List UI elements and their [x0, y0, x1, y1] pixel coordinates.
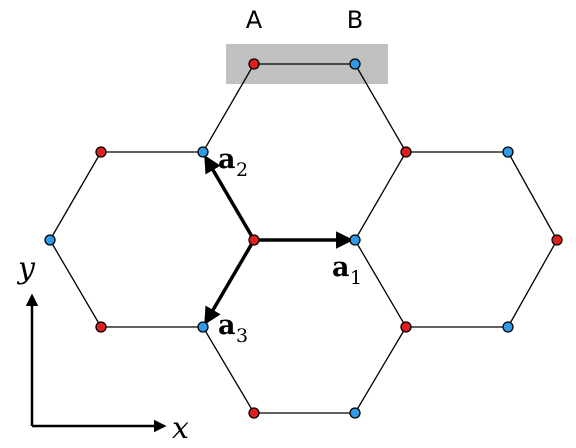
bond-mid-b2-bot-a — [202, 326, 255, 414]
x-axis-label: x — [172, 411, 189, 446]
site-a-left-a1 — [95, 146, 107, 158]
site-b-left-b — [44, 234, 56, 246]
site-a-center-a — [248, 234, 260, 246]
vector-a3-subscript: 3 — [236, 325, 248, 347]
vector-a2-arrow — [204, 154, 256, 241]
vector-a1-subscript: 1 — [350, 267, 362, 289]
bond-mid-a2-center-b — [354, 239, 407, 328]
site-b-top-b — [349, 58, 361, 70]
bond-bot-b-mid-a2 — [354, 326, 407, 414]
bond-right-b1-right-a — [507, 151, 558, 241]
site-b-right-b1 — [502, 146, 514, 158]
site-b-bot-b — [349, 407, 361, 419]
bond-top-a-mid-b1 — [202, 63, 255, 153]
vector-a2-base: a — [218, 144, 236, 175]
sublattice-label-b: B — [347, 6, 363, 34]
site-b-mid-b1 — [197, 146, 209, 158]
vector-a1-base: a — [332, 252, 350, 283]
site-b-center-b — [349, 234, 361, 246]
bond-center-b-mid-a1 — [354, 151, 407, 241]
coordinate-axes: y x — [16, 251, 189, 446]
vector-a1-label: a 1 — [332, 252, 362, 289]
bond-top-b-mid-a1 — [354, 63, 407, 153]
lattice-sites — [44, 58, 563, 419]
bond-left-b-left-a2 — [49, 239, 102, 328]
site-a-left-a2 — [95, 321, 107, 333]
y-axis-label: y — [16, 251, 36, 286]
site-a-right-a — [551, 234, 563, 246]
sublattice-label-a: A — [246, 6, 263, 34]
site-a-bot-a — [248, 407, 260, 419]
bond-left-a1-left-b — [49, 151, 102, 241]
vector-a3-arrow — [204, 239, 256, 326]
bond-right-a-right-b2 — [507, 239, 558, 328]
vector-a2-label: a 2 — [218, 144, 248, 181]
primitive-vectors — [204, 154, 354, 326]
site-b-right-b2 — [502, 321, 514, 333]
site-a-mid-a2 — [400, 321, 412, 333]
vector-a2-subscript: 2 — [236, 159, 248, 181]
site-a-mid-a1 — [400, 146, 412, 158]
site-a-top-a — [248, 58, 260, 70]
site-b-mid-b2 — [197, 321, 209, 333]
vector-a3-base: a — [218, 310, 236, 341]
vector-a3-label: a 3 — [218, 310, 248, 347]
